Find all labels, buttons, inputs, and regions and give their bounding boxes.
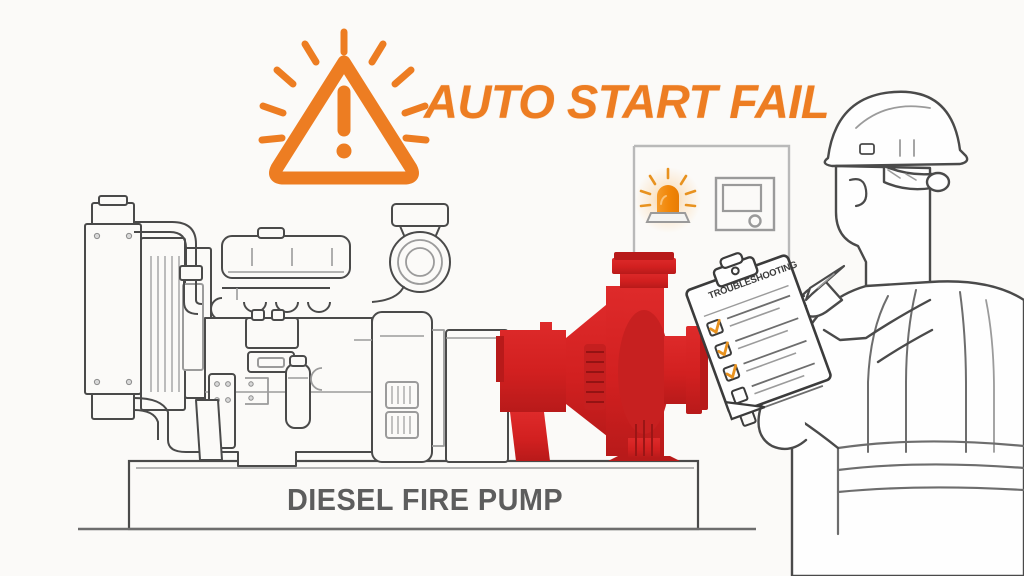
pump-base-plinth (78, 459, 756, 531)
alert-title: AUTO START FAIL (424, 75, 830, 128)
equipment-base-label: DIESEL FIRE PUMP (287, 482, 564, 517)
controller-display (714, 176, 776, 232)
alarm-beacon (635, 167, 701, 233)
troubleshooting-clipboard (685, 252, 832, 427)
warning-triangle-icon (258, 28, 430, 185)
diesel-engine (84, 195, 509, 467)
centrifugal-fire-pump (496, 252, 708, 461)
checklist-rows (706, 294, 824, 427)
